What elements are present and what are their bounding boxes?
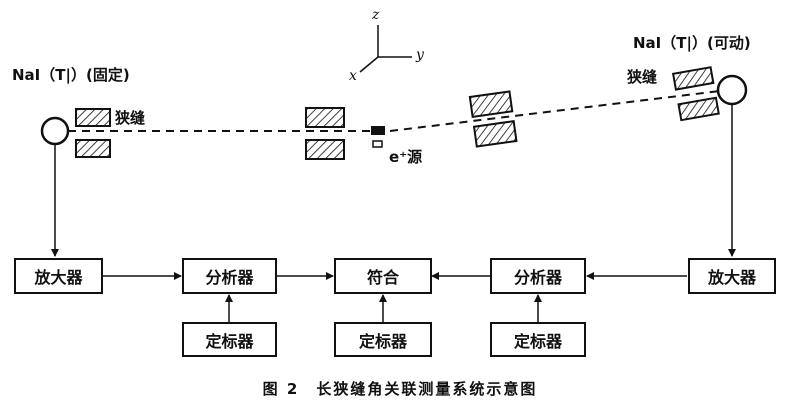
- analyzer-left-label: 分析器: [205, 268, 254, 287]
- positron-source-icon: [371, 126, 385, 148]
- slit-left-icon: [75, 108, 111, 158]
- scaler-left-label: 定标器: [205, 331, 254, 351]
- scaler-right-box: 定标器: [490, 322, 586, 357]
- amplifier-left-label: 放大器: [34, 268, 83, 287]
- slit-left-label: 狭缝: [115, 109, 146, 127]
- amplifier-right-label: 放大器: [707, 268, 756, 287]
- slit-right-icon: [671, 66, 720, 122]
- axis-y-label: y: [416, 47, 424, 63]
- scaler-left-box: 定标器: [182, 322, 277, 357]
- scaler-center-label: 定标器: [358, 331, 407, 351]
- scaler-right-label: 定标器: [513, 331, 562, 351]
- slit-right-label: 狭缝: [627, 68, 658, 86]
- coordinate-axes: [359, 25, 412, 73]
- detector-movable-label: NaI（T|）(可动): [633, 34, 751, 52]
- detector-fixed-label: NaI（T|）(固定): [12, 66, 130, 84]
- beam-path: [68, 90, 721, 132]
- analyzer-right-box: 分析器: [490, 258, 586, 294]
- coincidence-label: 符合: [366, 268, 399, 287]
- amplifier-right-box: 放大器: [688, 258, 776, 294]
- source-label: e⁺源: [389, 148, 423, 166]
- scaler-center-box: 定标器: [334, 322, 432, 357]
- figure-caption: 图 2 长狭缝角关联测量系统示意图: [262, 380, 538, 398]
- axis-z-label: z: [372, 7, 380, 23]
- axis-x-label: x: [349, 68, 357, 84]
- signal-wires: [51, 104, 736, 322]
- slit-middle-icon: [305, 107, 345, 160]
- amplifier-left-box: 放大器: [14, 258, 103, 294]
- slit-tilted-icon: [468, 90, 518, 148]
- detector-movable-icon: [716, 74, 748, 106]
- coincidence-box: 符合: [334, 258, 432, 294]
- analyzer-left-box: 分析器: [182, 258, 277, 294]
- analyzer-right-label: 分析器: [513, 268, 562, 287]
- detector-fixed-icon: [40, 116, 70, 146]
